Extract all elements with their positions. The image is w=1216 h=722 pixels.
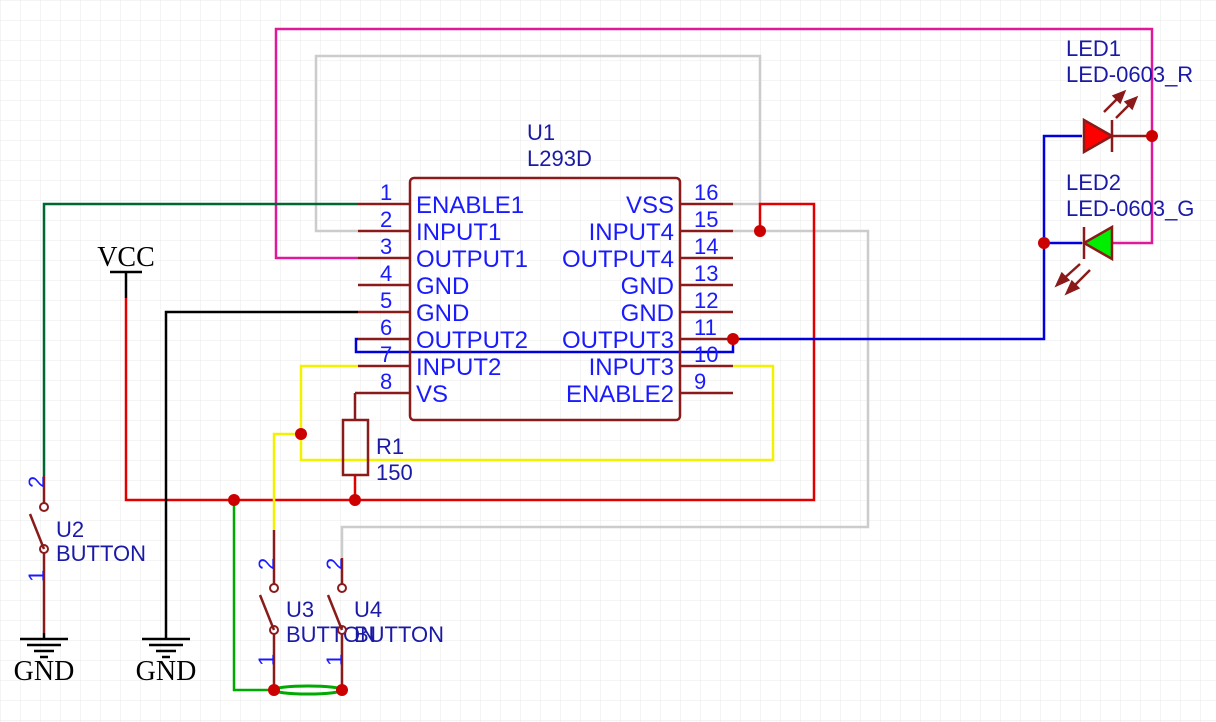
pin-10-number: 10	[694, 342, 718, 367]
wire-green-buttons	[232, 500, 274, 692]
led1-light-arrows-icon	[1103, 89, 1139, 119]
gnd-symbol-2[interactable]: GND	[136, 633, 197, 687]
wires	[42, 27, 1154, 692]
pin-1-number: 1	[380, 180, 392, 205]
pin-3-number: 3	[380, 234, 392, 259]
button-u4-value: BUTTON	[354, 622, 444, 647]
pin-8-name: VS	[416, 381, 448, 408]
led2-ref: LED2	[1066, 170, 1121, 195]
pin-4-name: GND	[416, 273, 469, 300]
gnd-symbol-1[interactable]: GND	[14, 633, 75, 687]
button-u4-ref: U4	[354, 597, 382, 622]
button-u3-pin1: 1	[254, 654, 279, 666]
wire-gray-right	[340, 229, 870, 558]
junction-out3	[727, 333, 739, 345]
chip-u1-ref: U1	[527, 120, 555, 145]
pin-9-number: 9	[694, 369, 706, 394]
wire-red-vcc	[124, 202, 816, 502]
led1-value: LED-0603_R	[1066, 62, 1193, 87]
led1-ref: LED1	[1066, 36, 1121, 61]
pin-8-number: 8	[380, 369, 392, 394]
chip-u1-value: L293D	[527, 146, 592, 171]
pin-7-name: INPUT2	[416, 354, 501, 381]
pin-12-name: GND	[621, 300, 674, 327]
resistor-r1-ref: R1	[376, 434, 404, 459]
pin-12-number: 12	[694, 288, 718, 313]
pin-13-number: 13	[694, 261, 718, 286]
junction-u3	[268, 684, 280, 696]
pin-9-name: ENABLE2	[566, 381, 674, 408]
pin-14-number: 14	[694, 234, 718, 259]
button-u4-pin1: 1	[322, 654, 347, 666]
gnd2-label: GND	[136, 656, 197, 687]
junction-u4	[336, 684, 348, 696]
wire-yellow	[299, 364, 775, 462]
resistor-r1[interactable]: R1 150	[341, 418, 413, 485]
button-u4[interactable]: 2 1 U4 BUTTON	[322, 558, 444, 690]
button-u3-pin2: 2	[254, 558, 279, 570]
pin-6-name: OUTPUT2	[416, 327, 528, 354]
button-u3[interactable]: 2 1 U3 BUTTON	[254, 530, 376, 690]
junction-red-green	[228, 494, 240, 506]
pin-1-name: ENABLE1	[416, 192, 524, 219]
pin-15-number: 15	[694, 207, 718, 232]
pin-16-number: 16	[694, 180, 718, 205]
resistor-r1-body	[341, 418, 370, 477]
led2[interactable]: LED2 LED-0603_G	[1054, 170, 1194, 296]
wire-black-gnd	[164, 310, 358, 633]
button-u3-value: BUTTON	[286, 622, 376, 647]
chip-u1-left-pins	[358, 202, 410, 395]
pin-6-number: 6	[380, 315, 392, 340]
pin-3-name: OUTPUT1	[416, 246, 528, 273]
wire-green-enable	[42, 202, 358, 475]
button-u2-ref: U2	[56, 517, 84, 542]
wire-yellow-u3	[272, 432, 301, 530]
junction-led1	[1146, 130, 1158, 142]
pin-14-name: OUTPUT4	[562, 246, 674, 273]
button-u4-pin2: 2	[322, 558, 347, 570]
resistor-r1-value: 150	[376, 460, 413, 485]
junction-yellow	[295, 428, 307, 440]
pin-5-number: 5	[380, 288, 392, 313]
led1-triangle	[1082, 117, 1115, 155]
junction-r1	[349, 494, 361, 506]
button-u2-pin1: 1	[24, 570, 49, 582]
wire-magenta	[274, 27, 1154, 260]
pin-7-number: 7	[380, 342, 392, 367]
vcc-label: VCC	[97, 242, 155, 273]
button-u2-pin2: 2	[24, 476, 49, 488]
chip-u1-right-pins	[680, 202, 733, 395]
pin-2-name: INPUT1	[416, 219, 501, 246]
pin-4-number: 4	[380, 261, 392, 286]
junction-vss	[754, 225, 766, 237]
pin-16-name: VSS	[626, 192, 674, 219]
pin-5-name: GND	[416, 300, 469, 327]
chip-u1-body	[408, 176, 682, 422]
wire-gray-top	[314, 54, 762, 233]
led1[interactable]: LED1 LED-0603_R	[1066, 36, 1193, 155]
pin-2-number: 2	[380, 207, 392, 232]
led2-triangle	[1081, 224, 1114, 262]
junctions	[228, 130, 1158, 696]
button-u3-ref: U3	[286, 597, 314, 622]
chip-u1[interactable]: U1 L293D 1 2 3 4 5 6 7	[358, 120, 733, 422]
pin-10-name: INPUT3	[589, 354, 674, 381]
wire-blue-out2	[354, 337, 735, 354]
led2-light-arrows-icon	[1054, 263, 1091, 296]
vcc-symbol[interactable]: VCC	[97, 242, 155, 298]
gnd1-label: GND	[14, 656, 75, 687]
pin-11-number: 11	[694, 315, 717, 340]
led2-value: LED-0603_G	[1066, 196, 1194, 221]
button-u2[interactable]: 2 1 U2 BUTTON	[24, 475, 146, 633]
pin-15-name: INPUT4	[589, 219, 674, 246]
button-u2-value: BUTTON	[56, 541, 146, 566]
pin-13-name: GND	[621, 273, 674, 300]
junction-led2	[1038, 237, 1050, 249]
pin-11-name: OUTPUT3	[562, 327, 674, 354]
